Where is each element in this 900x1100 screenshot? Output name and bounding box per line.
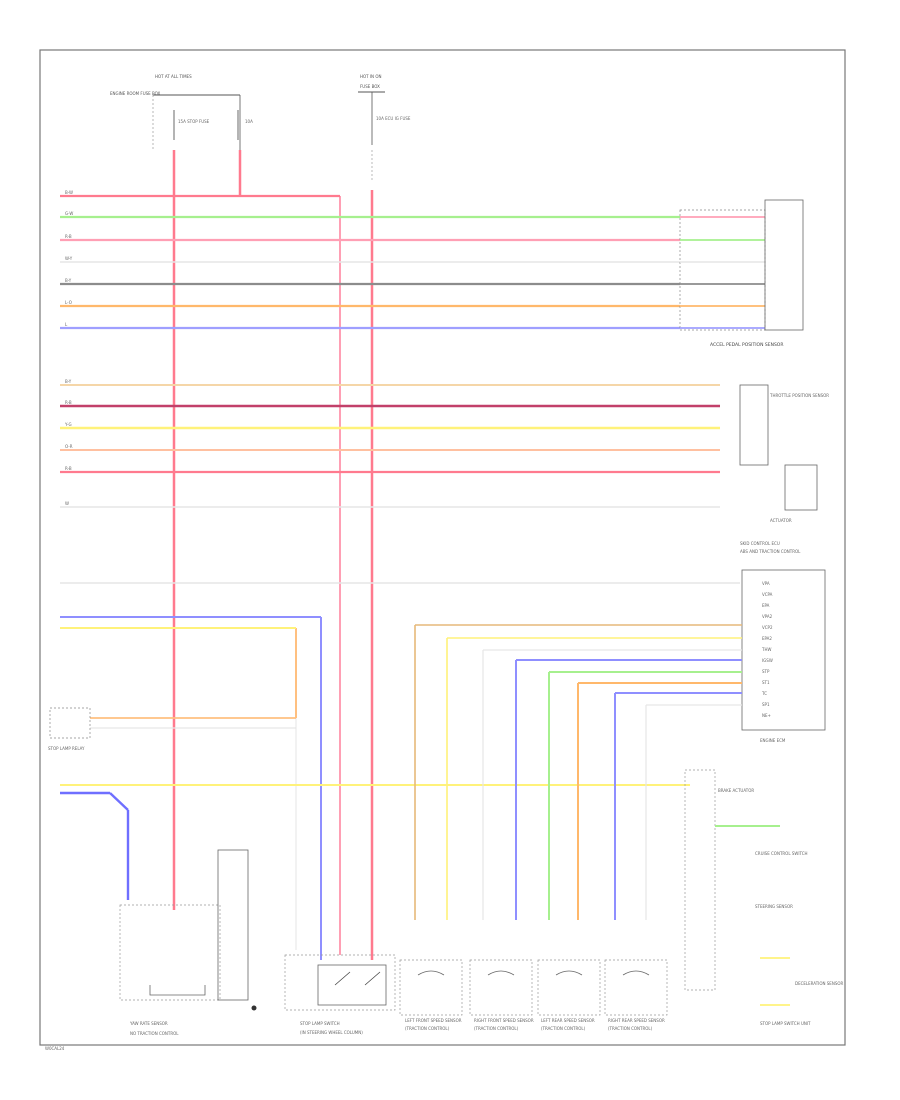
yaw-sensor-label: YAW RATE SENSOR xyxy=(129,1021,168,1026)
diagram-frame xyxy=(39,49,846,1046)
skid-control-ecu: SKID CONTROL ECU ABS AND TRACTION CONTRO… xyxy=(740,541,826,743)
wheel-speed-sensors: LEFT FRONT SPEED SENSOR (TRACTION CONTRO… xyxy=(399,959,668,1031)
ws-rr-box xyxy=(604,959,668,1016)
fuse-block-left-sub: ENGINE ROOM FUSE BOX xyxy=(110,91,161,96)
label-r9: R-B xyxy=(65,400,72,405)
fuse3-label: 10A ECU IG FUSE xyxy=(376,116,411,121)
ecm-pin-epa: EPA xyxy=(762,603,770,608)
yaw-sensor-sub: NO TRACTION CONTROL xyxy=(130,1031,179,1036)
ecm-pin-igsw: IGSW xyxy=(762,658,773,663)
ecm-wires xyxy=(414,624,742,920)
label-r13: W xyxy=(65,501,69,506)
label-r10: Y-G xyxy=(64,422,72,427)
actuator: ACTUATOR xyxy=(770,464,818,523)
ecm-pin-vpa: VPA xyxy=(762,581,770,586)
label-r12: R-B xyxy=(65,466,72,471)
ecm-label: SKID CONTROL ECU xyxy=(740,541,780,546)
ecm-pin-stp: STP xyxy=(762,669,770,674)
ws-lf-label: LEFT FRONT SPEED SENSOR xyxy=(405,1018,462,1023)
label-r3: R-B xyxy=(65,234,72,239)
fuse-block-left-label: HOT AT ALL TIMES xyxy=(155,74,192,79)
ws-lr-sub: (TRACTION CONTROL) xyxy=(541,1026,586,1031)
ws-lf-box xyxy=(399,959,463,1016)
ecm-pin-sp1: SP1 xyxy=(762,702,770,707)
ecm-sub: ABS AND TRACTION CONTROL xyxy=(740,549,801,554)
throttle-sensor-label: THROTTLE POSITION SENSOR xyxy=(769,393,829,398)
label-r1: B-W xyxy=(65,190,73,195)
stop-switch-sub: (IN STEERING WHEEL COLUMN) xyxy=(300,1030,363,1035)
ws-lr-box xyxy=(537,959,601,1016)
stop-switch-label: STOP LAMP SWITCH xyxy=(300,1021,340,1026)
stop-lamp-switch: STOP LAMP SWITCH (IN STEERING WHEEL COLU… xyxy=(284,954,396,1035)
fuse-block-left: HOT AT ALL TIMES ENGINE ROOM FUSE BOX 15… xyxy=(110,74,253,150)
ws-rf-sub: (TRACTION CONTROL) xyxy=(474,1026,519,1031)
label-r7: L xyxy=(65,322,68,327)
accel-pedal-sensor: ACCEL PEDAL POSITION SENSOR xyxy=(679,199,804,348)
ecm-pin-tc: TC xyxy=(761,691,767,696)
fuse2-label: 10A xyxy=(245,119,253,124)
ws-rr-label: RIGHT REAR SPEED SENSOR xyxy=(608,1018,665,1023)
label-r6: L-O xyxy=(65,300,72,305)
ecm-pin-epa2: EPA2 xyxy=(762,636,772,641)
steering-sensor-label: STEERING SENSOR xyxy=(755,904,793,909)
right-bottom-modules: BRAKE ACTUATOR CRUISE CONTROL SWITCH STE… xyxy=(684,769,844,1026)
fuse-block-right: HOT IN ON FUSE BOX 10A ECU IG FUSE xyxy=(358,74,411,145)
label-r4: W-Y xyxy=(65,256,73,261)
label-r5: B-Y xyxy=(65,278,72,283)
footer-code: W0CAL24 xyxy=(45,1046,65,1051)
actuator-label: ACTUATOR xyxy=(770,518,792,523)
stop-lamp-relay: STOP LAMP RELAY xyxy=(48,707,91,751)
ws-rf-label: RIGHT FRONT SPEED SENSOR xyxy=(474,1018,534,1023)
ecm-pin-ne: NE+ xyxy=(762,713,771,718)
ws-rr-sub: (TRACTION CONTROL) xyxy=(608,1026,653,1031)
fuse-block-right-sub: FUSE BOX xyxy=(360,84,380,89)
fuse1-label: 15A STOP FUSE xyxy=(178,119,210,124)
stop-lamp-module-label: STOP LAMP SWITCH UNIT xyxy=(760,1021,811,1026)
yaw-rate-sensor: YAW RATE SENSOR NO TRACTION CONTROL xyxy=(119,849,257,1036)
ws-lr-label: LEFT REAR SPEED SENSOR xyxy=(541,1018,595,1023)
stop-lamp-relay-label: STOP LAMP RELAY xyxy=(48,746,85,751)
ecm-module-label: ENGINE ECM xyxy=(760,738,786,743)
fuse-block-right-label: HOT IN ON xyxy=(360,74,381,79)
ecm-pin-thw: THW xyxy=(761,647,771,652)
ecm-pin-st1: ST1 xyxy=(762,680,770,685)
label-r2: G-W xyxy=(65,211,73,216)
ecm-pin-vcpa: VCPA xyxy=(762,592,773,597)
brake-module-label: BRAKE ACTUATOR xyxy=(718,788,754,793)
cruise-switch-label: CRUISE CONTROL SWITCH xyxy=(755,851,808,856)
decel-sensor-label: DECELERATION SENSOR xyxy=(795,981,844,986)
ecm-pin-vcp2: VCP2 xyxy=(762,625,773,630)
bus-wires xyxy=(60,194,740,900)
label-r8: B-Y xyxy=(65,379,72,384)
throttle-position-sensor: THROTTLE POSITION SENSOR xyxy=(739,384,829,466)
left-wire-labels: B-W G-W R-B W-Y B-Y L-O L B-Y R-B Y-G O-… xyxy=(64,190,73,506)
accel-pedal-sensor-label: ACCEL PEDAL POSITION SENSOR xyxy=(710,342,783,348)
ws-rf-box xyxy=(469,959,533,1016)
ws-lf-sub: (TRACTION CONTROL) xyxy=(405,1026,450,1031)
ecm-pin-vpa2: VPA2 xyxy=(762,614,773,619)
label-r11: O-R xyxy=(65,444,73,449)
